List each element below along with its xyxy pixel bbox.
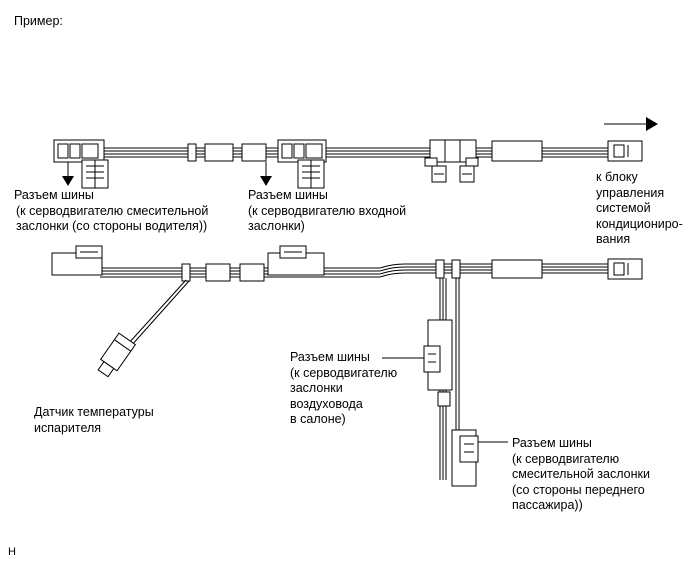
label-line: кондициониро- bbox=[596, 216, 683, 231]
label-line: пассажира)) bbox=[512, 498, 583, 512]
connector-ac-unit-top bbox=[607, 140, 643, 162]
label-connector-intake: Разъем шины (к серводвигателю входной за… bbox=[248, 188, 406, 235]
bottom-sleeve-long bbox=[491, 259, 543, 279]
connector-intake-damper bbox=[277, 139, 327, 189]
bottom-clip-3 bbox=[451, 259, 461, 279]
label-line: заслонки) bbox=[248, 219, 305, 233]
label-line: (к серводвигателю bbox=[290, 365, 398, 380]
label-line: (к серводвигателю входной bbox=[248, 203, 407, 218]
label-line: заслонки (со стороны водителя)) bbox=[16, 219, 208, 233]
label-line: Разъем шины bbox=[248, 188, 328, 202]
bottom-sleeve-2 bbox=[239, 263, 265, 282]
label-line: к блоку bbox=[596, 170, 638, 184]
top-sleeve-1 bbox=[204, 143, 234, 162]
bottom-clip-1 bbox=[181, 263, 191, 282]
label-line: вания bbox=[596, 232, 631, 246]
label-line: Датчик температуры bbox=[34, 405, 154, 419]
connector-mix-damper-driver bbox=[53, 139, 109, 189]
connector-ac-unit-bottom bbox=[607, 258, 643, 280]
label-line: (к серводвигателю смесительной bbox=[16, 203, 209, 218]
arrow-right-icon bbox=[604, 117, 658, 131]
top-sleeve-2 bbox=[241, 143, 267, 162]
label-line: (со стороны переднего bbox=[512, 482, 645, 497]
label-line: (к серводвигателю bbox=[512, 451, 620, 466]
label-line: Разъем шины bbox=[512, 436, 592, 450]
bottom-harness bbox=[51, 245, 643, 487]
connector-cabin-duct-damper bbox=[423, 319, 453, 391]
connector-mix-damper-passenger bbox=[451, 429, 479, 487]
label-line: испарителя bbox=[34, 420, 102, 435]
top-sleeve-long bbox=[491, 140, 543, 162]
label-connector-mix-driver: Разъем шины (к серводвигателю смесительн… bbox=[14, 188, 208, 235]
bottom-clip-2 bbox=[435, 259, 445, 279]
bottom-sleeve-1 bbox=[205, 263, 231, 282]
connector-bottom-mid bbox=[267, 245, 325, 276]
connector-bottom-left bbox=[51, 245, 103, 276]
evaporator-sensor-branch bbox=[97, 279, 190, 378]
arrow-down-icon bbox=[260, 162, 272, 186]
label-line: управления bbox=[596, 185, 665, 200]
label-connector-mix-passenger: Разъем шины (к серводвигателю смесительн… bbox=[512, 436, 650, 514]
label-line: системой bbox=[596, 201, 651, 215]
label-line: воздуховода bbox=[290, 396, 363, 411]
label-connector-duct: Разъем шины (к серводвигателю заслонки в… bbox=[290, 350, 397, 428]
label-line: смесительной заслонки bbox=[512, 467, 650, 481]
label-line: заслонки bbox=[290, 381, 343, 395]
label-line: в салоне) bbox=[290, 412, 346, 426]
footer-mark: H bbox=[8, 546, 16, 558]
arrow-down-icon bbox=[62, 162, 74, 186]
label-line: Разъем шины bbox=[14, 188, 94, 202]
example-title: Пример: bbox=[14, 14, 63, 28]
top-junction-clip bbox=[424, 139, 479, 183]
top-harness bbox=[53, 117, 658, 189]
label-line: Разъем шины bbox=[290, 350, 370, 364]
evaporator-temperature-sensor bbox=[97, 332, 137, 378]
label-evaporator-sensor: Датчик температуры испарителя bbox=[34, 405, 154, 436]
label-to-ac-unit: к блоку управления системой кондициониро… bbox=[596, 170, 683, 248]
top-clip-1 bbox=[187, 143, 197, 162]
